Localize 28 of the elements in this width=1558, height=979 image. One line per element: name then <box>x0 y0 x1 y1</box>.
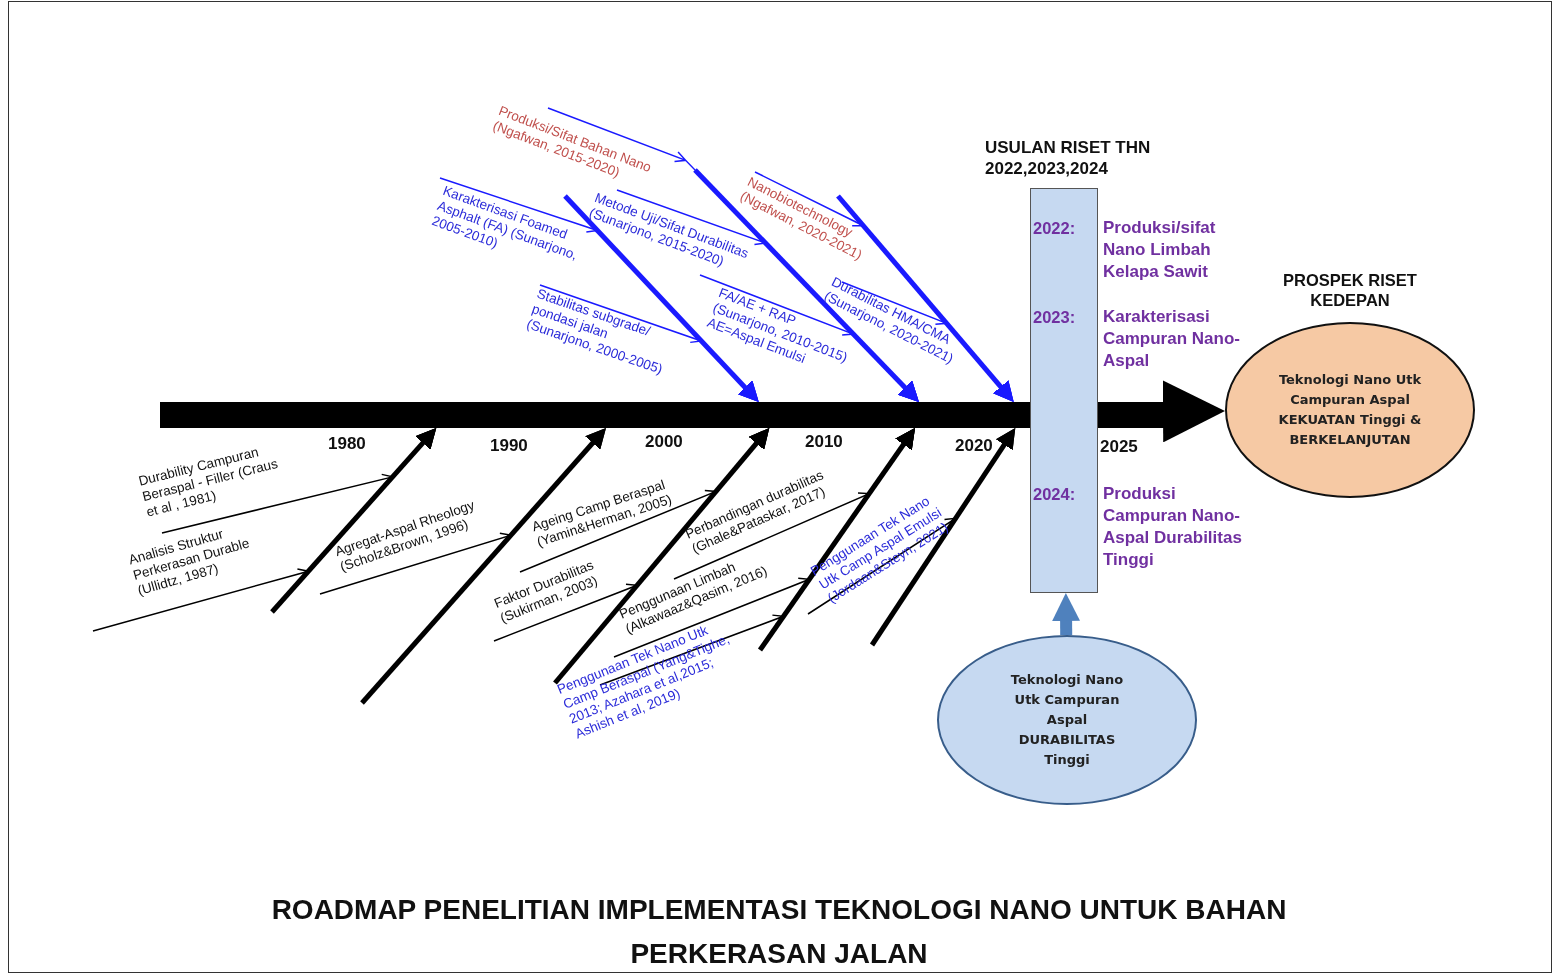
year-label: 1990 <box>490 436 528 456</box>
goal-text: Teknologi Nano Utk Campuran Aspal DURABILITAS Tinggi <box>1009 671 1125 769</box>
diagram-title: ROADMAP PENELITIAN IMPLEMENTASI TEKNOLOGI NANO UNTUK BAHAN PERKERASAN JALAN <box>270 893 1288 971</box>
year-tag: 2022: <box>1033 217 1076 239</box>
year-tag: 2024: <box>1033 483 1076 505</box>
year-label: 2020 <box>955 436 993 456</box>
section-heading: PROSPEK RISET KEDEPAN <box>1282 270 1418 310</box>
goal-text: Teknologi Nano Utk Campuran Aspal KEKUATAN Tinggi & BERKELANJUTAN <box>1277 371 1423 449</box>
rib-arrow <box>553 428 770 685</box>
research-plan-text: Karakterisasi Campuran Nano-Aspal <box>1103 306 1241 372</box>
timeline-arrow <box>1162 380 1225 443</box>
year-tag: 2023: <box>1033 306 1076 328</box>
rib-arrow <box>757 428 915 652</box>
research-plan-text: Produksi Campuran Nano-Aspal Durabilitas Tinggi <box>1103 483 1243 571</box>
research-plan-text: Produksi/sifat Nano Limbah Kelapa Sawit <box>1103 217 1217 283</box>
edge-label: Durability Campuran Beraspal - Filler (Craus et al , 1981) <box>137 443 281 521</box>
rib-arrow <box>869 428 1016 647</box>
rib-arrow <box>360 428 606 705</box>
rib-arrow <box>563 194 759 402</box>
rib-arrow <box>836 194 1014 402</box>
year-label: 2010 <box>805 432 843 452</box>
block-arrow <box>1052 593 1081 636</box>
year-label: 1980 <box>328 434 366 454</box>
year-label: 2025 <box>1100 437 1138 457</box>
section-heading: USULAN RISET THN 2022,2023,2024 <box>985 137 1152 179</box>
rib-arrow <box>693 168 919 402</box>
rib-arrow <box>270 428 437 614</box>
year-label: 2000 <box>645 432 683 452</box>
